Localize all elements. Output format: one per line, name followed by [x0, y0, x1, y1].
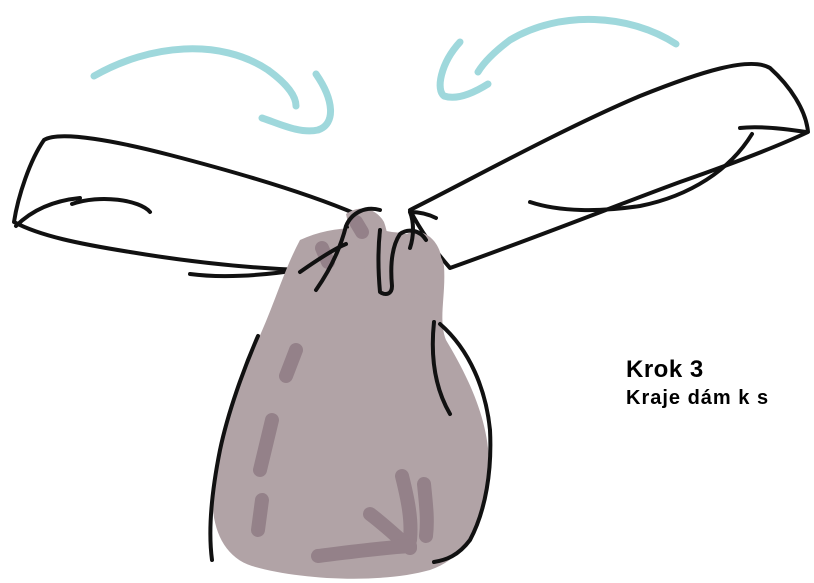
step-title: Krok 3	[626, 355, 769, 385]
curved-arrow-left-icon	[440, 19, 676, 97]
curved-arrow-right-icon	[94, 49, 331, 131]
step-caption: Krok 3 Kraje dám k s	[626, 355, 769, 411]
step-description: Kraje dám k s	[626, 385, 769, 411]
